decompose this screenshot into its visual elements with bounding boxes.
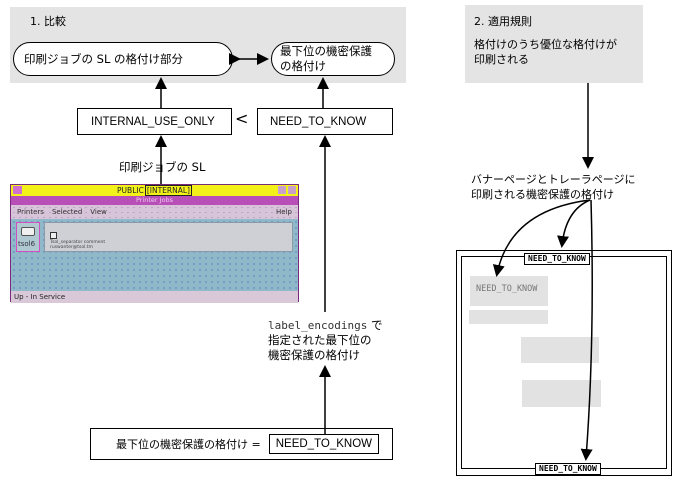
printer-name: tsol6 — [18, 240, 36, 248]
printer-window: PUBLIC [INTERNAL] Printer Jobs Printers … — [10, 184, 299, 303]
pill-print-job-classification: 印刷ジョブの SL の格付け部分 — [13, 42, 233, 76]
label-encodings-line3: 機密保護の格付け — [268, 348, 360, 362]
box-internal-use-only-text: INTERNAL_USE_ONLY — [91, 115, 215, 128]
page-top-label: NEED_TO_KNOW — [524, 253, 590, 265]
box-need-to-know-text: NEED_TO_KNOW — [270, 115, 367, 128]
banner-line1: バナーページとトレーラページに — [471, 173, 636, 186]
job-list[interactable]: Tsol_separator comment ruswanter@tsol.tm — [44, 222, 293, 252]
window-titlebar: PUBLIC [INTERNAL] — [11, 185, 298, 196]
printer-icon — [21, 227, 35, 236]
less-than-symbol: < — [235, 109, 249, 128]
page-outer-border — [456, 250, 672, 476]
rule-panel — [465, 5, 643, 83]
rule-title: 2. 適用規則 — [474, 15, 532, 28]
job-line1: Tsol_separator comment — [50, 240, 106, 245]
window-status: Up - In Service — [11, 291, 298, 303]
label-encodings-code: label_encodings — [268, 319, 368, 332]
page-body-label: NEED_TO_KNOW — [476, 284, 538, 294]
job-line2: ruswanter@tsol.tm — [50, 245, 93, 250]
rule-line1: 格付けのうち優位な格付けが — [474, 38, 617, 51]
banner-label: バナーページとトレーラページに 印刷される機密保護の格付け — [471, 172, 636, 202]
menu-view[interactable]: View — [90, 208, 107, 216]
page-body-block-4 — [522, 380, 601, 407]
menu-selected[interactable]: Selected — [51, 208, 83, 216]
box-internal-use-only: INTERNAL_USE_ONLY — [77, 108, 232, 135]
banner-line2: 印刷される機密保護の格付け — [471, 188, 614, 201]
page-body-block-2 — [469, 310, 548, 324]
lowest-classification-value: NEED_TO_KNOW — [275, 438, 372, 450]
label-internal: [INTERNAL] — [144, 185, 192, 196]
lowest-classification-value-box: NEED_TO_KNOW — [268, 434, 379, 454]
comparison-title: 1. 比較 — [30, 15, 66, 28]
menu-printers[interactable]: Printers — [17, 208, 44, 216]
print-job-sl-label: 印刷ジョブの SL — [119, 160, 206, 174]
window-body: tsol6 Tsol_separator comment ruswanter@t… — [11, 219, 298, 291]
lowest-classification-label: 最下位の機密保護の格付け = — [116, 438, 261, 451]
box-need-to-know: NEED_TO_KNOW — [257, 108, 393, 135]
printer-tsol6[interactable]: tsol6 — [16, 222, 40, 252]
label-encodings-note: label_encodings で 指定された最下位の 機密保護の格付け — [268, 318, 383, 363]
curve-to-body-label — [492, 199, 591, 277]
window-subtitle: Printer Jobs — [135, 196, 174, 204]
job-icon — [50, 232, 57, 239]
window-minimize-button[interactable] — [278, 186, 286, 194]
window-maximize-button[interactable] — [288, 186, 296, 194]
pill-lowest-classification-text: 最下位の機密保護の格付け — [280, 44, 372, 73]
page-bottom-label: NEED_TO_KNOW — [535, 463, 601, 475]
rule-line2: 印刷される — [474, 53, 529, 66]
curve-to-bottom-label — [580, 199, 593, 461]
label-encodings-line2: 指定された最下位の — [268, 333, 372, 347]
label-public: PUBLIC — [117, 186, 144, 195]
page-body-block-1 — [470, 276, 548, 306]
curve-to-top-label — [557, 199, 591, 248]
rule-text: 格付けのうち優位な格付けが 印刷される — [474, 37, 617, 67]
label-encodings-suffix: で — [367, 318, 383, 332]
window-menu-button[interactable] — [13, 186, 22, 194]
lowest-classification-box: 最下位の機密保護の格付け = NEED_TO_KNOW — [90, 428, 393, 460]
menu-help[interactable]: Help — [276, 208, 292, 216]
pill-lowest-classification: 最下位の機密保護の格付け — [271, 42, 395, 76]
window-menubar: Printers Selected View Help — [11, 205, 298, 219]
page-body-block-3 — [521, 337, 599, 363]
